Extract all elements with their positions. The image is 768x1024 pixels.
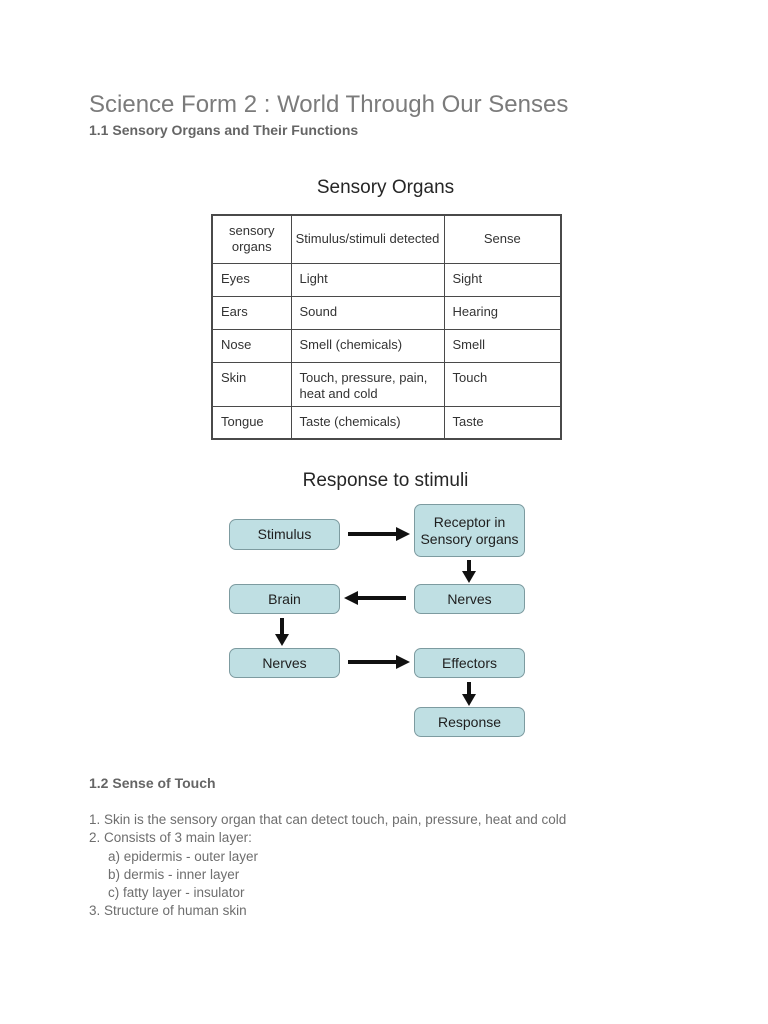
cell-organ: Eyes: [211, 262, 292, 297]
cell-stimulus: Touch, pressure, pain, heat and cold: [290, 361, 445, 407]
note-line: c) fatty layer - insulator: [108, 885, 245, 901]
note-line: 3. Structure of human skin: [89, 903, 247, 919]
note-line: a) epidermis - outer layer: [108, 848, 259, 864]
cell-sense: Sight: [443, 262, 562, 297]
sensory-organs-table: sensory organs Stimulus/stimuli detected…: [211, 214, 562, 440]
flowchart-node-brain: Brain: [229, 584, 340, 614]
flowchart-node-effectors: Effectors: [414, 648, 525, 678]
note-line: 2. Consists of 3 main layer:: [89, 830, 252, 846]
cell-stimulus: Light: [290, 262, 445, 297]
cell-stimulus: Smell (chemicals): [290, 328, 445, 363]
arrow-nerves-to-effectors: [348, 655, 410, 669]
flowchart-node-nerves-afferent: Nerves: [414, 584, 525, 614]
flowchart-node-response: Response: [414, 707, 525, 737]
flowchart-node-receptor-in-sensory-organs: Receptor in Sensory organs: [414, 504, 525, 557]
sensory-organs-table-title: Sensory Organs: [316, 177, 455, 198]
note-line: 1. Skin is the sensory organ that can de…: [89, 812, 567, 827]
flowchart-node-stimulus: Stimulus: [229, 519, 340, 550]
sense-of-touch-notes: 1. Skin is the sensory organ that can de…: [89, 811, 566, 921]
cell-stimulus: Taste (chemicals): [290, 405, 445, 440]
table-row-skin: Skin Touch, pressure, pain, heat and col…: [211, 361, 562, 407]
cell-sense: Touch: [443, 361, 562, 407]
cell-organ: Nose: [211, 328, 292, 363]
cell-stimulus: Sound: [290, 295, 445, 330]
arrow-effectors-to-response: [462, 682, 476, 706]
table-header-sense: Sense: [443, 214, 562, 264]
table-row-nose: Nose Smell (chemicals) Smell: [211, 328, 562, 363]
cell-sense: Taste: [443, 405, 562, 440]
cell-organ: Skin: [211, 361, 292, 407]
flowchart-node-nerves-efferent: Nerves: [229, 648, 340, 678]
cell-organ: Tongue: [211, 405, 292, 440]
cell-organ: Ears: [211, 295, 292, 330]
table-row-eyes: Eyes Light Sight: [211, 262, 562, 297]
table-row-tongue: Tongue Taste (chemicals) Taste: [211, 405, 562, 440]
table-header-stimulus-detected: Stimulus/stimuli detected: [290, 214, 445, 264]
page-subtitle: 1.1 Sensory Organs and Their Functions: [89, 122, 359, 138]
cell-sense: Hearing: [443, 295, 562, 330]
table-row-ears: Ears Sound Hearing: [211, 295, 562, 330]
note-line: b) dermis - inner layer: [108, 866, 240, 882]
arrow-stimulus-to-receptor: [348, 527, 410, 541]
cell-sense: Smell: [443, 328, 562, 363]
section-heading-sense-of-touch: 1.2 Sense of Touch: [89, 775, 216, 791]
arrow-nerves-to-brain: [344, 591, 406, 605]
page-title: Science Form 2 : World Through Our Sense…: [89, 91, 569, 118]
flowchart-title: Response to stimuli: [302, 470, 469, 491]
arrow-brain-to-nerves: [275, 618, 289, 646]
table-header-sensory-organs: sensory organs: [211, 214, 292, 264]
table-header-row: sensory organs Stimulus/stimuli detected…: [211, 214, 562, 264]
arrow-receptor-to-nerves: [462, 560, 476, 583]
